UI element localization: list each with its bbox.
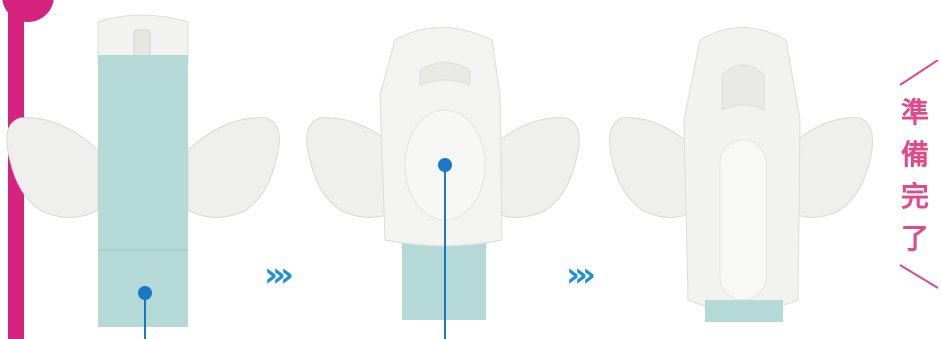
ready-char: 備 [897,134,933,176]
step-arrow-1: ››› [264,258,288,292]
full-left-wing [610,118,696,218]
full-wrapper-strip [705,300,783,322]
step-arrow-2: ››› [566,258,590,292]
ready-char: 了 [897,218,933,260]
ready-complete-label: 準 備 完 了 [897,92,933,260]
wrapper-pointer-line [144,293,146,339]
ready-char: 完 [897,176,933,218]
ready-char: 準 [897,92,933,134]
full-pad-core [720,140,766,300]
pad-pointer-line [444,165,446,339]
